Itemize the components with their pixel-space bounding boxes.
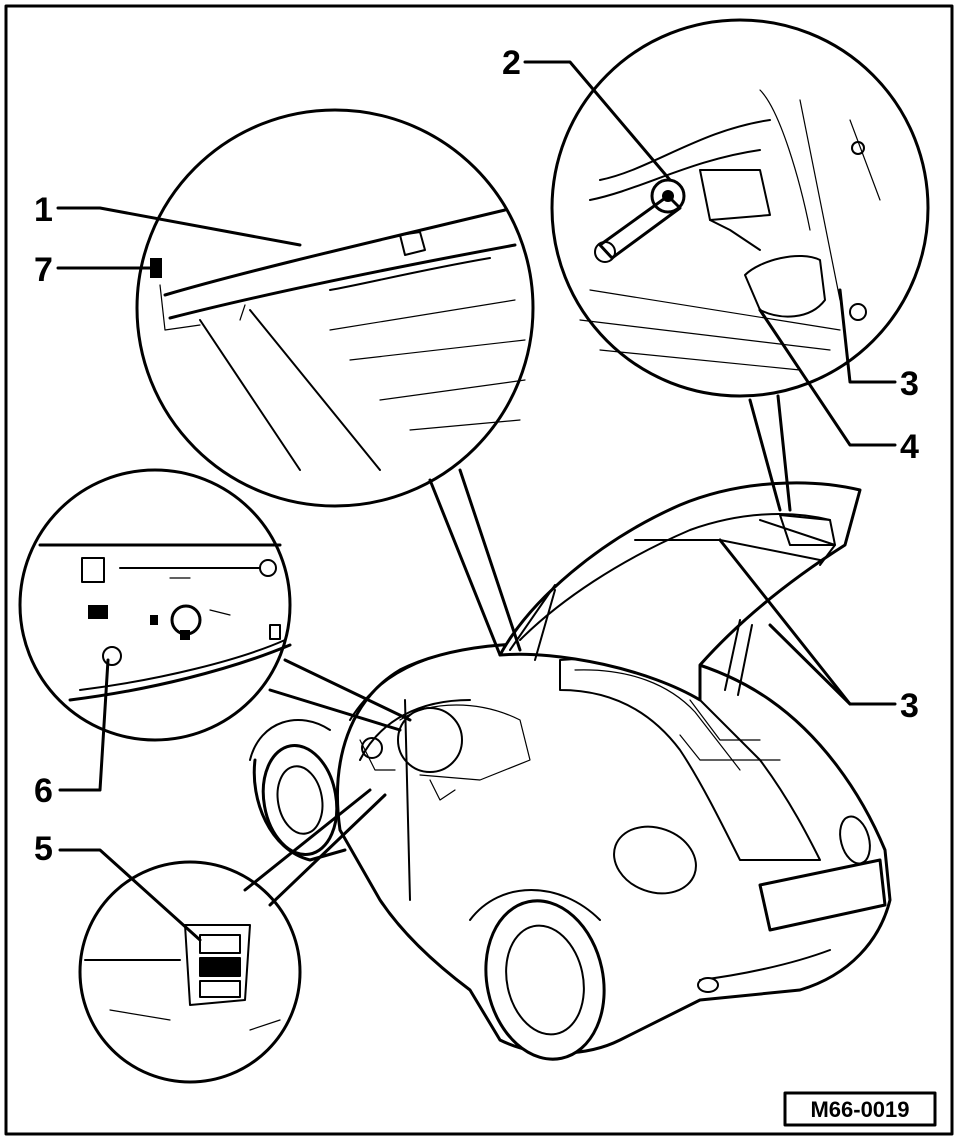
reference-code-box: M66-0019 [783,1091,937,1127]
page-border [4,4,954,1136]
detail-circle-tailgate-motor [550,18,930,512]
callout-2: 2 [502,44,521,82]
callout-5: 5 [34,830,53,868]
callout-numbers: 1 7 2 3 4 3 6 5 [34,44,919,868]
callout-7: 7 [34,251,53,289]
leader-lines [56,60,897,942]
callout-1: 1 [34,191,53,229]
detail-circle-relay-panel [18,468,412,742]
callout-3-upper: 3 [900,365,919,403]
callout-4: 4 [900,428,919,466]
callout-6: 6 [34,772,53,810]
detail-circle-spoiler [135,108,535,657]
car-illustration [249,481,892,1061]
reference-code: M66-0019 [810,1097,909,1122]
callout-3-lower: 3 [900,687,919,725]
detail-circle-switch [78,788,387,1084]
